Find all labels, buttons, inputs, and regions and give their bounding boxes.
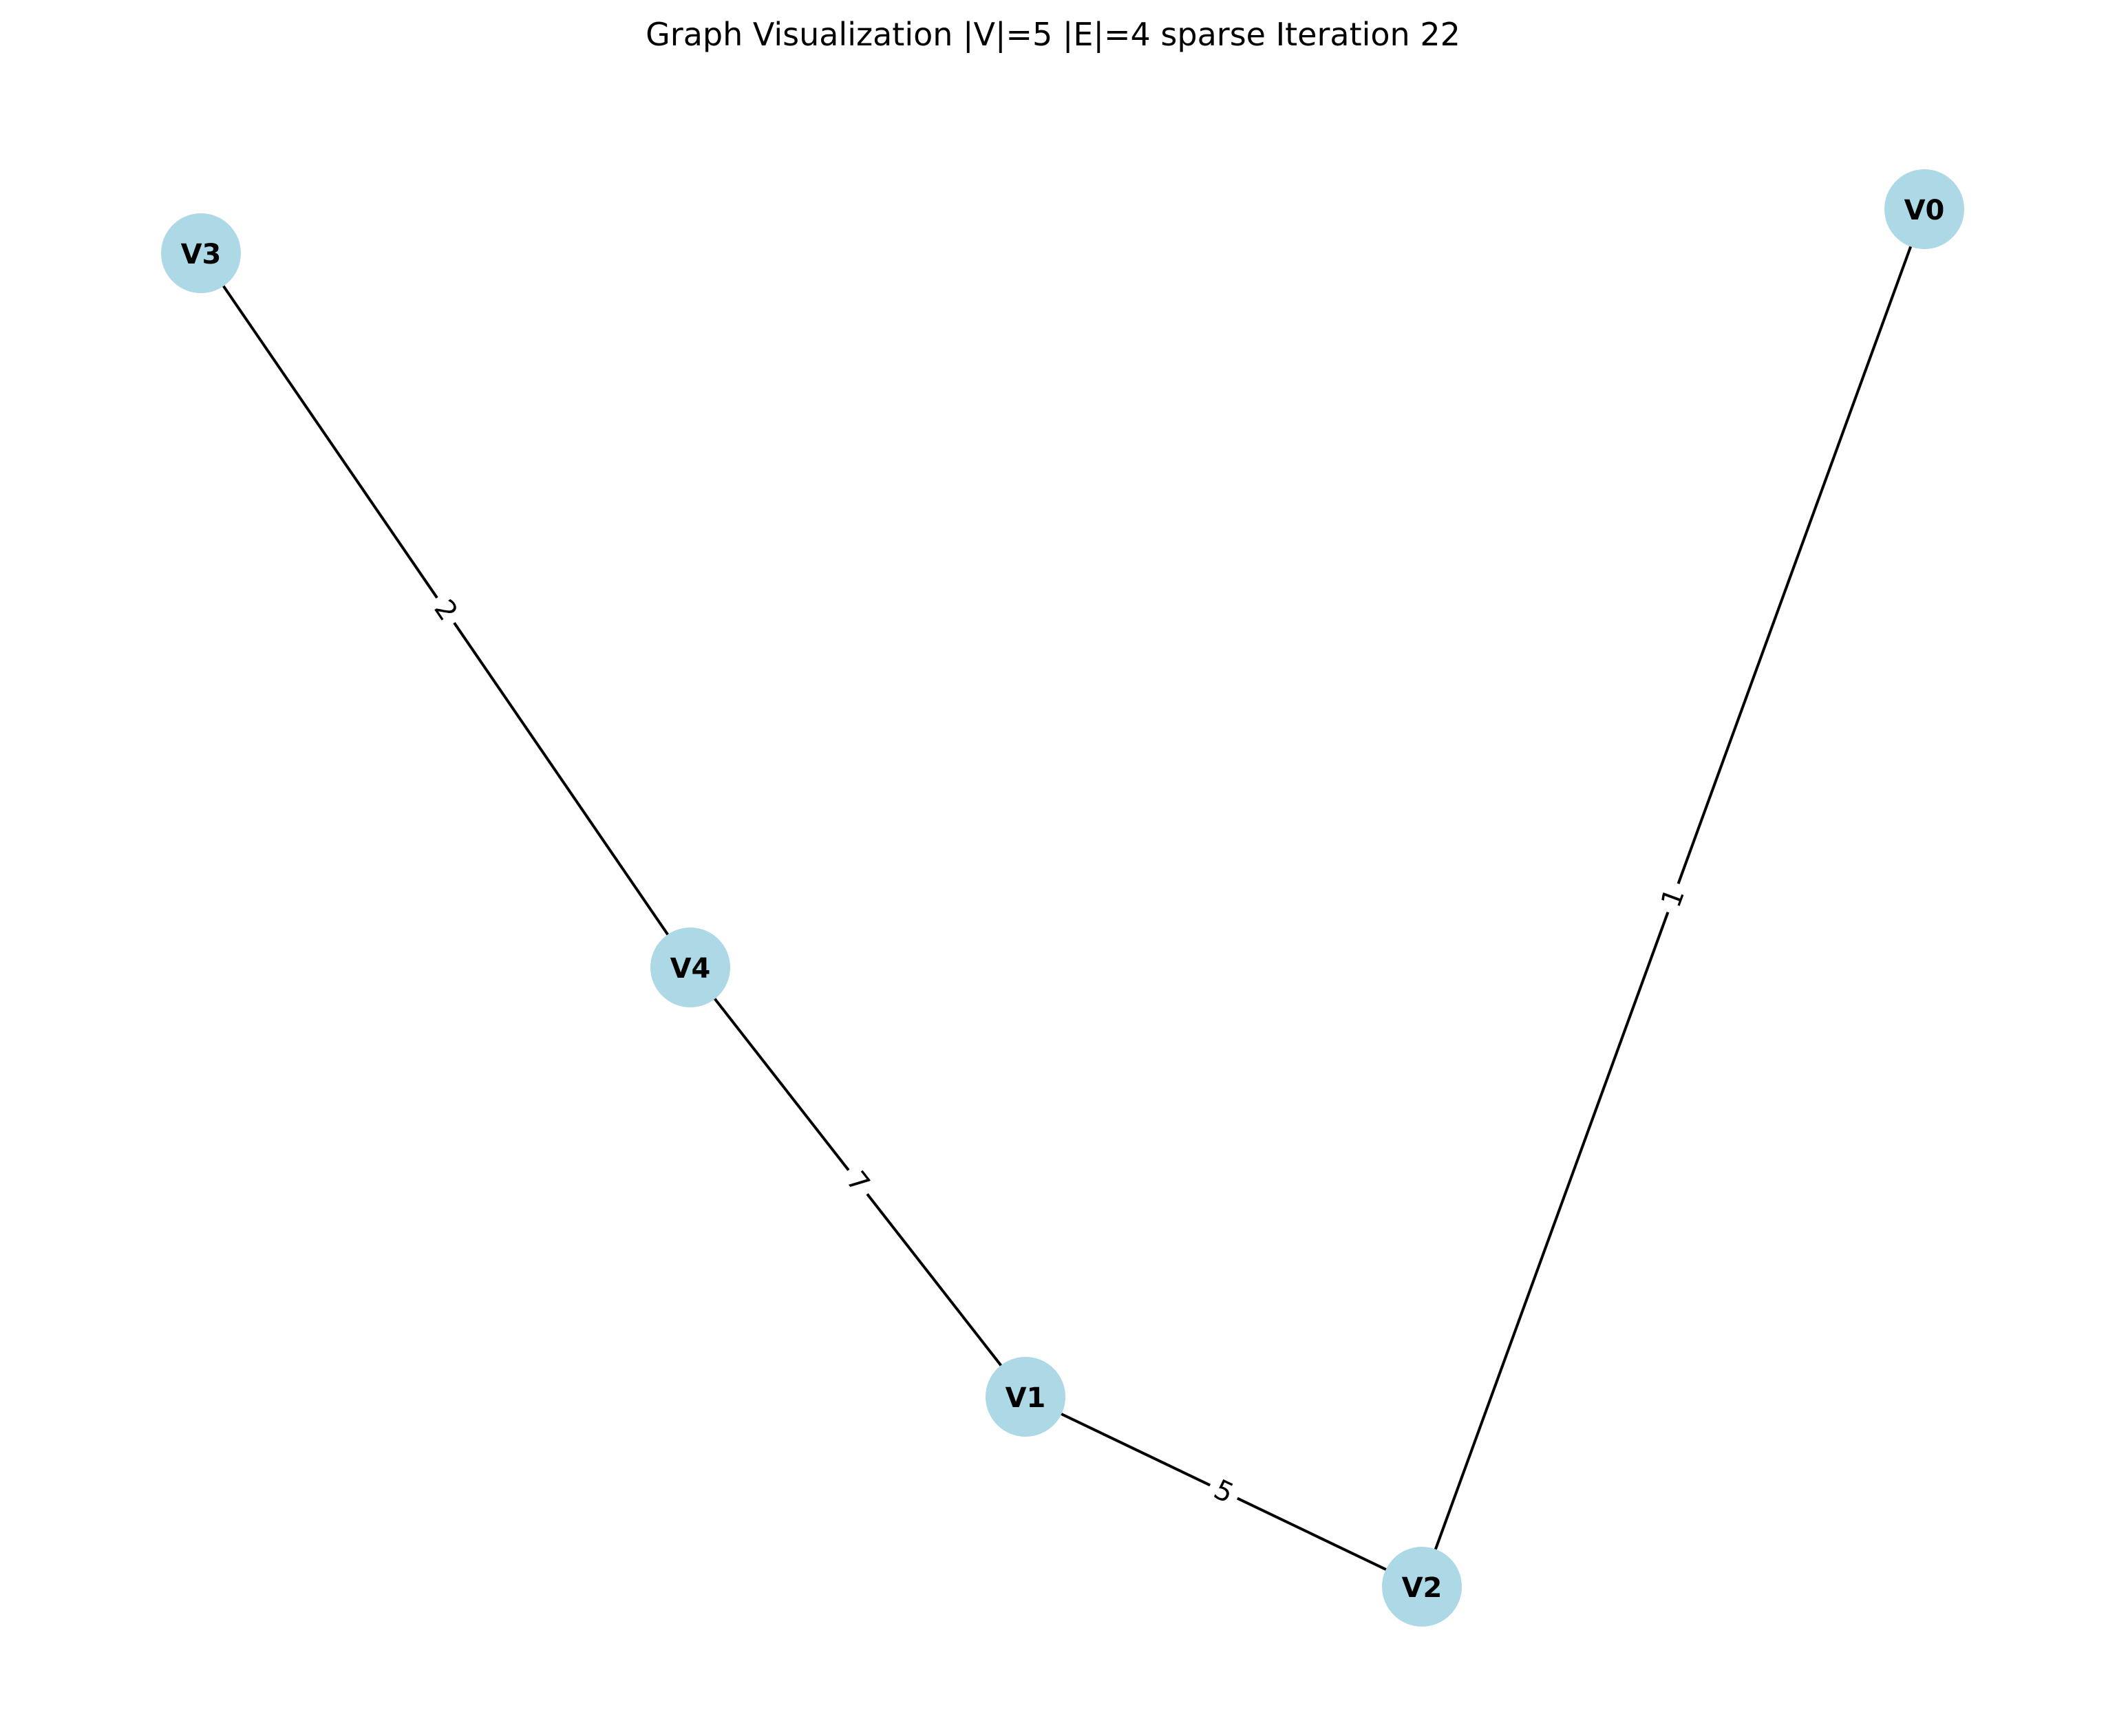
node-label: V0 (1904, 195, 1945, 226)
node-label: V4 (670, 953, 711, 985)
edge-label-background (1202, 1469, 1246, 1514)
edge-label-background (1651, 877, 1695, 919)
edge-label-group: 5 (1202, 1469, 1246, 1514)
node-circle (650, 928, 730, 1007)
edge-v1-v2: 5 (1025, 1395, 1423, 1588)
node-v4: V4 (650, 928, 730, 1007)
node-v1: V1 (986, 1357, 1065, 1437)
node-circle (986, 1357, 1065, 1437)
edge-label-background (834, 1159, 882, 1205)
edge-v2-v0: 1 (1421, 208, 1926, 1587)
node-label: V2 (1402, 1572, 1443, 1604)
node-v3: V3 (161, 213, 241, 293)
edge-label-background (422, 588, 469, 633)
node-label: V3 (181, 239, 222, 270)
node-label: V1 (1006, 1382, 1046, 1414)
node-v0: V0 (1884, 169, 1964, 249)
edge-label-group: 1 (1651, 877, 1695, 919)
node-circle (161, 213, 241, 293)
graph-title: Graph Visualization |V|=5 |E|=4 sparse I… (646, 16, 1460, 54)
node-v2: V2 (1382, 1547, 1462, 1627)
node-circle (1884, 169, 1964, 249)
node-circle (1382, 1547, 1462, 1627)
